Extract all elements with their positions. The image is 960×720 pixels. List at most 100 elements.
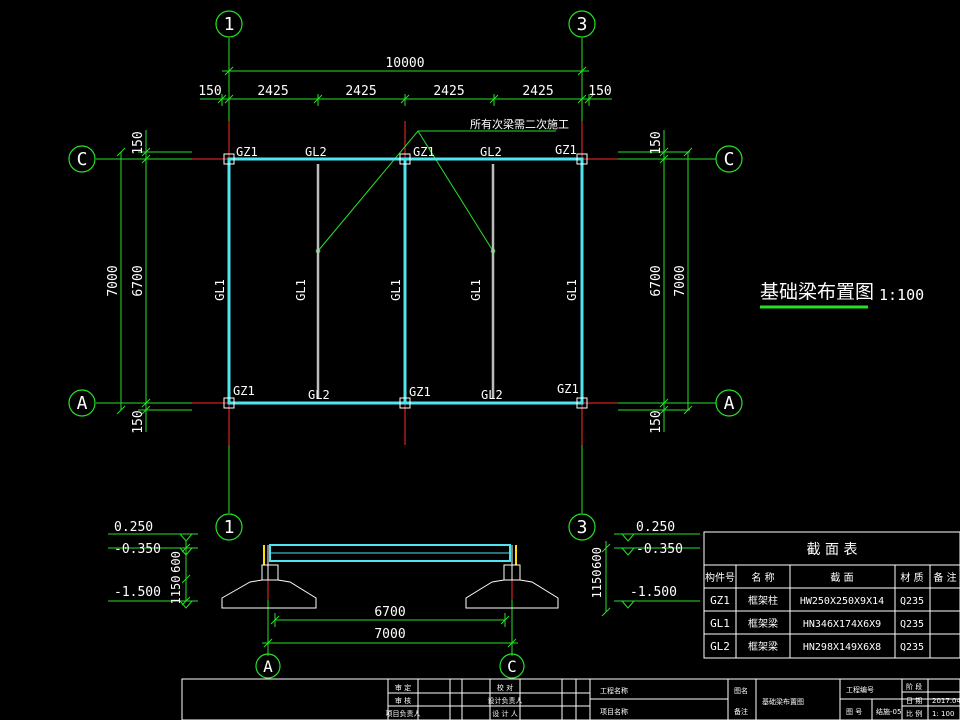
tb-date-value: 2017.04 <box>932 697 960 705</box>
table-row-2-section: HN346X174X6X9 <box>803 619 881 630</box>
dim-top-edge-left: 150 <box>198 84 221 99</box>
section-table-header-name: 名 称 <box>751 571 774 584</box>
grid-bubble-left-a <box>68 389 96 417</box>
elev-right-d2: 1150 <box>590 570 604 599</box>
section-view <box>221 544 559 609</box>
elev-left-d1: 600 <box>169 551 183 573</box>
tb-drawing-name-label: 图名 <box>734 686 748 695</box>
grid-bubble-bottom-1 <box>215 513 243 541</box>
member-gl2-bottom-left: GL2 <box>308 388 330 402</box>
grid-bubble-section-a <box>255 653 281 679</box>
plan-title: 基础梁布置图 <box>760 281 874 303</box>
title-block-text: 审 定 审 核 项目负责人 校 对 设计负责人 设 计 人 工程名称 项目名称 … <box>386 682 960 718</box>
dim-top-edge-right: 150 <box>588 84 611 99</box>
section-table-text: 截 面 表 构件号 名 称 截 面 材 质 备 注 GZ1 框架柱 HW250X… <box>705 542 957 653</box>
grid-label-section-c: C <box>507 657 517 676</box>
grid-label-right-c: C <box>724 149 735 170</box>
table-row-1-material: Q235 <box>900 596 924 607</box>
grid-label-bottom-1: 1 <box>224 517 235 538</box>
dim-top-bay-2: 2425 <box>345 84 376 99</box>
section-table-header-id: 构件号 <box>705 571 735 584</box>
grid-bubble-top-3 <box>568 10 596 38</box>
table-row-1-name: 框架柱 <box>748 594 778 607</box>
tb-drawing-name: 基础梁布置图 <box>762 697 804 706</box>
grid-bubble-left-c <box>68 145 96 173</box>
table-row-2-material: Q235 <box>900 619 924 630</box>
plan-scale: 1:100 <box>879 286 924 304</box>
elev-right-3: -1.500 <box>630 585 677 600</box>
secondary-beams[interactable] <box>316 164 495 398</box>
grid-label-left-a: A <box>77 393 88 414</box>
grid-label-section-a: A <box>263 657 273 676</box>
table-row-3-name: 框架梁 <box>748 640 778 653</box>
table-row-2-id: GL1 <box>710 617 730 630</box>
dim-left-outer: 7000 <box>106 265 121 296</box>
table-row-3-material: Q235 <box>900 642 924 653</box>
dim-top-bay-3: 2425 <box>433 84 464 99</box>
secondary-beam-note: 所有次梁需二次施工 <box>470 117 569 131</box>
grid-bubble-bottom-3 <box>568 513 596 541</box>
tb-scale-label: 比 例 <box>906 709 922 718</box>
member-gl1-4: GL1 <box>469 279 483 301</box>
dim-top-bay-4: 2425 <box>522 84 553 99</box>
tb-project-no: 工程编号 <box>846 685 874 694</box>
elev-left-1: 0.250 <box>114 520 153 535</box>
member-gl1-3: GL1 <box>389 279 403 301</box>
section-table-header-section: 截 面 <box>830 571 853 584</box>
tb-project-lead: 项目负责人 <box>386 709 421 718</box>
tb-jiao-dui: 校 对 <box>497 683 513 692</box>
tb-shen-he: 审 核 <box>395 696 411 705</box>
member-gz1-bottom-left: GZ1 <box>233 384 255 398</box>
table-row-1-section: HW250X250X9X14 <box>800 596 884 607</box>
tb-stage: 阶 段 <box>906 682 922 691</box>
member-gz1-top-right: GZ1 <box>555 143 577 157</box>
grid-label-right-a: A <box>724 393 735 414</box>
elev-left-d2: 1150 <box>169 576 183 605</box>
grid-label-top-1: 1 <box>224 14 235 35</box>
grid-label-top-3: 3 <box>577 14 588 35</box>
member-gl2-top-left: GL2 <box>305 145 327 159</box>
dim-section-inner: 6700 <box>374 605 405 620</box>
dim-left-bottom-edge: 150 <box>131 410 146 433</box>
dim-right-bottom-edge: 150 <box>649 410 664 433</box>
grid-bubbles <box>68 10 743 679</box>
section-table-title: 截 面 表 <box>807 542 858 558</box>
dim-right-inner: 6700 <box>649 265 664 296</box>
beam-frame[interactable] <box>227 157 584 405</box>
section-table-header-note: 备 注 <box>933 571 956 584</box>
dim-top-total: 10000 <box>385 56 424 71</box>
grid-bubble-right-c <box>715 145 743 173</box>
member-gl2-bottom-right: GL2 <box>481 388 503 402</box>
elev-left-2: -0.350 <box>114 542 161 557</box>
tb-project-name: 工程名称 <box>600 686 628 695</box>
section-table <box>703 531 960 659</box>
member-gz1-top-mid: GZ1 <box>413 145 435 159</box>
table-row-3-id: GL2 <box>710 640 730 653</box>
title-block <box>181 678 960 720</box>
tb-remark: 备注 <box>734 707 748 716</box>
dim-top-bay-1: 2425 <box>257 84 288 99</box>
table-row-2-name: 框架梁 <box>748 617 778 630</box>
member-gl1-5: GL1 <box>565 279 579 301</box>
section-table-header-material: 材 质 <box>900 571 923 584</box>
elev-right-2: -0.350 <box>636 542 683 557</box>
member-gl1-2: GL1 <box>294 279 308 301</box>
tb-shen-ding: 审 定 <box>395 683 411 692</box>
grid-bubble-section-c <box>499 653 525 679</box>
column-markers <box>223 153 588 409</box>
member-gl2-top-right: GL2 <box>480 145 502 159</box>
dim-right-top-edge: 150 <box>649 131 664 154</box>
dimension-lines <box>96 38 716 656</box>
table-row-3-section: HN298X149X6X8 <box>803 642 881 653</box>
grid-label-left-c: C <box>77 149 88 170</box>
tb-design-lead: 设计负责人 <box>488 696 523 705</box>
tb-drawing-no: 图 号 <box>846 708 862 716</box>
tb-date: 日 期 <box>906 697 922 705</box>
elev-left-3: -1.500 <box>114 585 161 600</box>
dim-section-outer: 7000 <box>374 627 405 642</box>
member-gz1-bottom-right: GZ1 <box>557 382 579 396</box>
dim-left-inner: 6700 <box>131 265 146 296</box>
tb-item-name: 项目名称 <box>600 707 628 716</box>
text-layer: 1 3 C A C A 1 3 A C 10000 150 2425 2425 … <box>77 14 925 676</box>
